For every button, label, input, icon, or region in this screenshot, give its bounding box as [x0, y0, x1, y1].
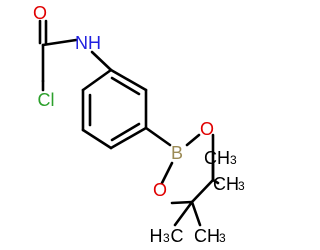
- atom-o-ring-2: O: [153, 180, 167, 200]
- svg-text:H: H: [150, 226, 163, 246]
- bond-c-n: [41, 38, 78, 47]
- molecule-drawing: O NH Cl B O O CH 3 CH 3 H 3 C CH 3: [33, 3, 245, 246]
- ring-bond-1: [109, 68, 148, 92]
- atom-labels: O NH Cl B O O CH 3 CH 3 H 3 C CH 3: [33, 3, 245, 246]
- svg-text:C: C: [171, 226, 184, 246]
- svg-text:3: 3: [163, 231, 170, 245]
- ring-bond-6: [81, 68, 113, 92]
- structure-diagram: O NH Cl B O O CH 3 CH 3 H 3 C CH 3: [33, 3, 245, 246]
- svg-text:CH: CH: [204, 148, 230, 168]
- svg-text:3: 3: [230, 153, 237, 167]
- svg-text:3: 3: [219, 231, 226, 245]
- svg-text:3: 3: [238, 179, 245, 193]
- bond-c-c: [190, 178, 215, 204]
- bond-o2-c: [170, 200, 194, 205]
- atom-cl: Cl: [38, 90, 55, 110]
- methyl-label-a: CH 3: [204, 148, 237, 168]
- bond-b-o2: [160, 161, 174, 185]
- ring-bond-4: [81, 128, 113, 150]
- bonds: [38, 19, 220, 227]
- svg-text:CH: CH: [194, 226, 220, 246]
- bond-b-o1: [185, 133, 201, 147]
- bond-methyl-d: [190, 200, 202, 227]
- atom-b: B: [171, 143, 183, 163]
- atom-nh: NH: [75, 33, 101, 53]
- bond-ring-b: [144, 126, 172, 147]
- methyl-label-b: CH 3: [213, 174, 245, 194]
- methyl-label-d: CH 3: [194, 226, 226, 246]
- svg-text:CH: CH: [213, 174, 239, 194]
- atom-o-ring-1: O: [200, 119, 214, 139]
- bond-methyl-b: [211, 178, 220, 185]
- atom-o-carbonyl: O: [33, 3, 47, 23]
- methyl-label-c: H 3 C: [150, 226, 184, 246]
- ring-inner-1: [110, 76, 141, 96]
- ring-inner-2: [110, 122, 141, 142]
- bond-methyl-c: [173, 200, 194, 227]
- ring-bond-3: [109, 126, 148, 150]
- bond-n-ring: [90, 50, 113, 72]
